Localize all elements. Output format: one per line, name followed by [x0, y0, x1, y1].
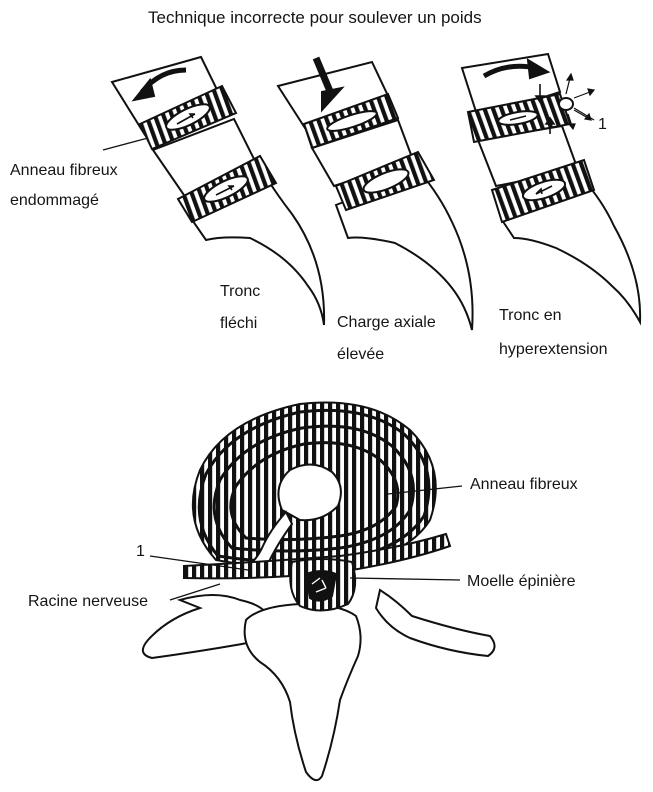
panel3-marker-1: 1	[598, 116, 607, 134]
spinal-cord-leader	[350, 578, 460, 580]
panel3-caption-line1: Tronc en	[499, 307, 562, 325]
panel2-caption-line2: élevée	[337, 346, 384, 364]
cross-section-marker-1: 1	[136, 543, 145, 561]
panel-hyperextension	[462, 54, 640, 322]
damaged-annulus-label-line2: endommagé	[10, 192, 99, 210]
marker-1-leader	[574, 108, 594, 120]
nucleus-pulposus	[278, 464, 340, 520]
spinous-process	[245, 604, 361, 780]
nerve-root-label: Racine nerveuse	[28, 593, 148, 611]
disc-protrusion	[559, 98, 573, 110]
panel3-caption-line2: hyperextension	[499, 341, 608, 359]
panel1-caption-line1: Tronc	[220, 283, 260, 301]
spinal-cord-label: Moelle épinière	[467, 573, 576, 591]
damaged-annulus-label-line1: Anneau fibreux	[10, 162, 118, 180]
damaged-annulus-leader	[103, 138, 148, 150]
vertebral-arch-right	[376, 590, 495, 656]
panel2-caption-line1: Charge axiale	[337, 314, 436, 332]
panel-axial-load	[278, 58, 473, 330]
cross-section	[143, 402, 495, 780]
spinal-cord	[290, 559, 355, 611]
annulus-label: Anneau fibreux	[470, 476, 578, 494]
panel1-caption-line2: fléchi	[220, 315, 257, 333]
figure-title: Technique incorrecte pour soulever un po…	[148, 8, 482, 28]
